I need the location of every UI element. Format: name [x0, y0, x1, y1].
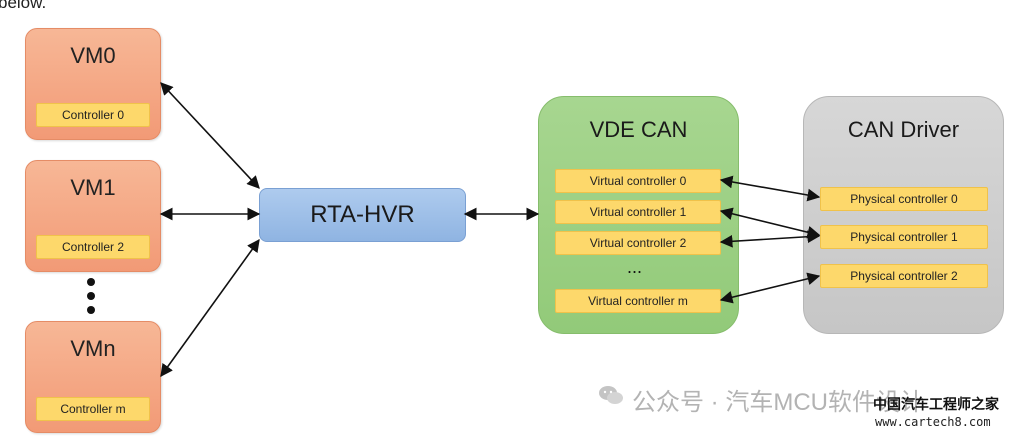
vde-can-title: VDE CAN: [589, 117, 688, 142]
virtual-controller-2: Virtual controller 2: [555, 231, 721, 255]
virtual-controller-0: Virtual controller 0: [555, 169, 721, 193]
vm1-controller: Controller 2: [36, 235, 150, 259]
watermark-url: www.cartech8.com: [875, 415, 991, 429]
vde-can-box: VDE CAN Virtual controller 0 Virtual con…: [538, 96, 739, 334]
vmn-controller: Controller m: [36, 397, 150, 421]
vm1-title: VM1: [70, 175, 116, 200]
vm0-title: VM0: [70, 43, 116, 68]
vmn-title: VMn: [70, 336, 116, 361]
wechat-icon: [599, 386, 623, 404]
virtual-controller-1: Virtual controller 1: [555, 200, 721, 224]
virtual-controller-m: Virtual controller m: [555, 289, 721, 313]
physical-controller-2: Physical controller 2: [820, 264, 988, 288]
ellipsis-dot-1: [87, 278, 95, 286]
ellipsis-dot-3: [87, 306, 95, 314]
vmn-box: VMn Controller m: [25, 321, 161, 433]
ellipsis-dot-2: [87, 292, 95, 300]
can-driver-box: CAN Driver Physical controller 0 Physica…: [803, 96, 1004, 334]
physical-controller-0: Physical controller 0: [820, 187, 988, 211]
can-driver-title: CAN Driver: [847, 117, 960, 142]
vm0-controller: Controller 0: [36, 103, 150, 127]
arrow-vm0-rta: [160, 82, 260, 189]
arrow-v0-p0: [719, 175, 821, 202]
watermark-brand: 中国汽车工程师之家: [873, 397, 999, 413]
intro-text: below.: [0, 0, 47, 12]
virtual-ellipsis: ...: [627, 257, 643, 277]
watermark-text: 公众号 · 汽车MCU软件设计: [632, 389, 924, 416]
physical-controller-1: Physical controller 1: [820, 225, 988, 249]
vm1-box: VM1 Controller 2: [25, 160, 161, 272]
arrow-v2-p1: [719, 230, 821, 248]
arrow-v1-p1: [719, 207, 821, 239]
arrow-vm-p2: [719, 272, 821, 304]
arrow-vmn-rta: [160, 238, 260, 378]
